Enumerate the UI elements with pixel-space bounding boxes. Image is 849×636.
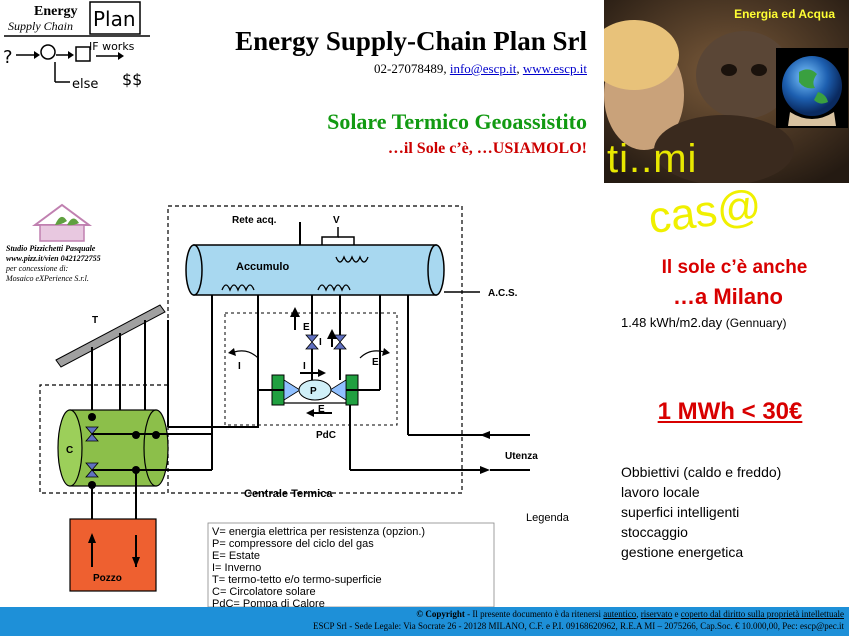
label-acs: A.C.S.: [488, 288, 518, 299]
company-logo: Energy Supply Chain Plan IF works ? else…: [3, 1, 150, 92]
objectives-list: Obbiettivi (caldo e freddo) lavoro local…: [621, 462, 781, 562]
copyright-reserved: riservato: [640, 609, 673, 619]
copyright-label: © Copyright: [416, 609, 465, 619]
phone-number: 02-27078489,: [374, 61, 450, 76]
solar-circulator: [57, 409, 169, 489]
footer-bar: [0, 607, 849, 636]
label-e-upper: E: [303, 322, 310, 333]
legend-item: E= Estate: [212, 550, 260, 562]
legend-items: V= energia elettrica per resistenza (opz…: [212, 526, 425, 607]
label-utenza: Utenza: [505, 451, 538, 462]
lightbulb-icon: [40, 44, 56, 60]
label-v: V: [333, 215, 340, 226]
copyright-authentic: autentico: [603, 609, 637, 619]
sun-line1: Il sole c’è anche: [661, 257, 808, 278]
copyright-text: - Il presente documento è da ritenersi: [464, 609, 604, 619]
solar-irradiance: 1.48 kWh/m2.day (Gennuary): [621, 315, 786, 330]
irradiance-value: 1.48 kWh/m2.day: [621, 315, 726, 330]
legend-title: Legenda: [526, 512, 570, 524]
label-i-upper: I: [319, 337, 322, 348]
company-name: Energy Supply-Chain Plan Srl: [235, 26, 587, 56]
footer-company-info: ESCP Srl - Sede Legale: Via Socrate 26 -…: [313, 621, 844, 631]
studio-company: Mosaico eXPerience S.r.l.: [5, 274, 89, 283]
legend-item: P= compressore del ciclo del gas: [212, 538, 374, 550]
copyright-sep: ,: [636, 609, 641, 619]
slogan-ti-mi: ti..mi: [607, 137, 698, 181]
objective-item: gestione energetica: [621, 544, 744, 560]
label-centrale-termica: Centrale Termica: [244, 488, 333, 500]
label-accumulo: Accumulo: [236, 261, 289, 273]
et-photo: Energia ed Acqua: [604, 0, 849, 183]
logo-plan: Plan: [93, 7, 136, 31]
legend-item: C= Circolatore solare: [212, 586, 316, 598]
label-c: C: [66, 445, 73, 456]
irradiance-note: (Gennuary): [725, 316, 787, 330]
website-link[interactable]: www.escp.it: [522, 61, 587, 76]
label-i-center: I: [303, 361, 306, 372]
sun-line2: …a Milano: [672, 284, 783, 309]
solar-collector: [55, 304, 166, 368]
label-pozzo: Pozzo: [93, 573, 122, 584]
valve-left: [305, 334, 319, 350]
logo-money: $$: [122, 70, 142, 89]
system-diagram: Studio Pizzichetti Pasquale www.pizz.it/…: [5, 203, 570, 607]
legend-item: V= energia elettrica per resistenza (opz…: [212, 526, 425, 538]
label-pdc: PdC: [316, 430, 336, 441]
label-e-lower: E: [318, 404, 325, 415]
email-link[interactable]: info@escp.it: [449, 61, 517, 76]
legend-item: T= termo-tetto e/o termo-superficie: [212, 574, 382, 586]
logo-else: else: [72, 77, 98, 92]
logo-line2: Supply Chain: [8, 19, 73, 33]
motto: …il Sole c’è, …USIAMOLO!: [387, 140, 587, 157]
studio-name: Studio Pizzichetti Pasquale: [6, 244, 96, 253]
legend-item: PdC= Pompa di Calore: [212, 598, 325, 607]
studio-concession: per concessione di:: [5, 264, 69, 273]
studio-web: www.pizz.it/vien 0421272755: [6, 254, 101, 263]
heat-pump: [271, 374, 359, 406]
question-icon: ?: [3, 47, 13, 68]
objective-item: Obbiettivi (caldo e freddo): [621, 464, 782, 480]
label-rete-acq: Rete acq.: [232, 215, 277, 226]
label-e-right: E: [372, 357, 379, 368]
objective-item: stoccaggio: [621, 524, 688, 540]
objective-item: lavoro locale: [621, 484, 700, 500]
well: [69, 518, 157, 592]
slogan-casa: cas@: [645, 180, 765, 244]
label-p: P: [310, 386, 317, 397]
photo-label: Energia ed Acqua: [734, 7, 835, 21]
et-head: [696, 31, 792, 119]
contacts: 02-27078489, info@escp.it, www.escp.it: [250, 61, 587, 77]
legend-box: [207, 522, 495, 607]
copyright-and: e: [672, 609, 681, 619]
label-t: T: [92, 315, 98, 326]
studio-logo: [31, 203, 93, 242]
logo-line1: Energy: [34, 4, 78, 19]
contact-separator: ,: [516, 61, 523, 76]
label-i-left: I: [238, 361, 241, 372]
price-claim: 1 MWh < 30€: [657, 398, 803, 425]
storage-tank: [185, 244, 445, 296]
footer-copyright: © Copyright - Il presente documento è da…: [416, 609, 844, 619]
leaf-icon: [55, 216, 67, 225]
product-title: Solare Termico Geoassistito: [327, 109, 587, 134]
logo-if-works: IF works: [89, 40, 135, 53]
copyright-protected: coperto dal diritto sulla proprietà inte…: [680, 609, 844, 619]
objective-item: superfici intelligenti: [621, 504, 740, 520]
legend-item: I= Inverno: [212, 562, 261, 574]
photo-illustration: [604, 0, 849, 183]
